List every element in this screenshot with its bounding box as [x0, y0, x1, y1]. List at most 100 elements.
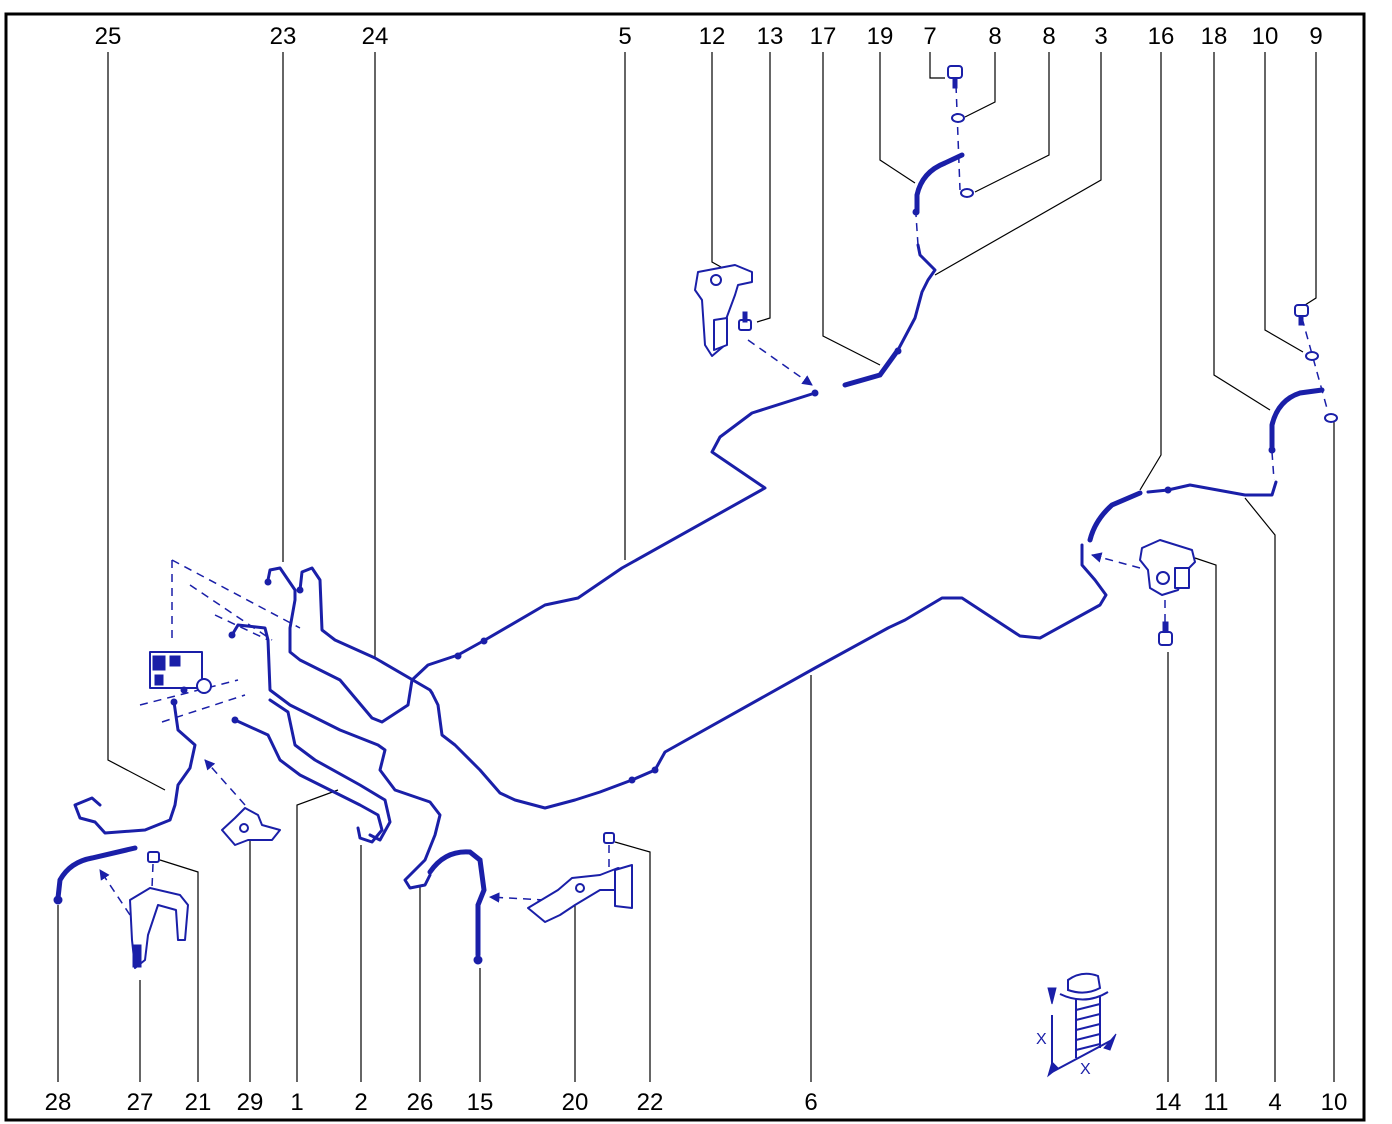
bracket-29-hole	[239, 823, 249, 833]
washer-8-upper	[951, 113, 965, 123]
callout-labels-bottom: 28 27 21 29 1 2 26 15 20 22 6 14 11 4 10	[45, 1089, 1348, 1116]
callout-label-5: 5	[618, 23, 631, 50]
hose-28-guide	[99, 869, 131, 916]
inset-bolt-head	[1067, 972, 1102, 994]
brake-pipe-1-line	[230, 623, 442, 890]
brake-pipe-6	[430, 543, 1108, 810]
callout-label-17: 17	[810, 23, 837, 50]
callout-label-14: 14	[1155, 1089, 1182, 1116]
callout-label-9: 9	[1309, 23, 1322, 50]
callout-label-29: 29	[237, 1089, 264, 1116]
bracket-29	[204, 759, 281, 846]
pipe-25-end	[170, 698, 178, 706]
brake-pipe-4	[1146, 480, 1278, 497]
hose-17-union	[894, 347, 902, 355]
hydraulic-unit-outline-bottom	[139, 679, 239, 706]
bolt-14-head	[1158, 631, 1173, 646]
brake-pipe-1	[228, 623, 442, 890]
callout-label-11: 11	[1204, 1089, 1229, 1116]
leader-8b	[974, 52, 1050, 193]
leader-18	[1213, 52, 1271, 411]
callout-label-22: 22	[637, 1089, 664, 1116]
leader-16	[1139, 52, 1162, 491]
hose-28-end	[53, 895, 63, 905]
callout-label-20: 20	[562, 1089, 589, 1116]
callout-labels-top: 25 23 24 5 12 13 17 19 7 8 8 3 16 18 10 …	[95, 23, 1323, 50]
bolt-21-axis	[151, 863, 154, 889]
brake-pipe-23-line	[266, 566, 414, 724]
bracket-29-guide	[204, 759, 246, 806]
brake-pipe-5-line	[410, 391, 817, 682]
hose-15-assembly	[427, 849, 546, 965]
hose-17-assembly	[842, 214, 937, 388]
bolt-21-head	[147, 851, 160, 863]
leader-21	[159, 859, 199, 1082]
hydraulic-unit	[139, 559, 301, 723]
callout-label-2: 2	[354, 1089, 367, 1116]
leader-19	[879, 52, 916, 184]
callout-label-28: 28	[45, 1089, 72, 1116]
hose-19-bolt-axis	[955, 84, 961, 191]
inset-label-x-horizontal: X	[1080, 1061, 1091, 1078]
banjo-bolt-7	[947, 65, 963, 79]
pipe-5-union-2	[480, 637, 488, 645]
bolt-22	[603, 832, 615, 872]
bolt-21	[147, 851, 160, 889]
callout-label-24: 24	[362, 23, 389, 50]
hose-16-assembly	[1087, 490, 1143, 569]
brake-pipe-23	[264, 566, 414, 724]
bolt-14-shank	[1162, 621, 1169, 633]
banjo-bolt-7-shank	[952, 77, 958, 89]
brake-pipe-3	[896, 243, 937, 352]
pipe-4-union	[1164, 486, 1172, 494]
hose-16-guide	[1090, 552, 1141, 569]
callout-label-4: 4	[1268, 1089, 1281, 1116]
hydraulic-unit-block-2	[169, 655, 181, 667]
hydraulic-unit-outline-right	[214, 614, 269, 641]
bolt-dimension-inset: X X	[1036, 972, 1117, 1078]
bracket-20	[527, 864, 633, 923]
callout-label-10a: 10	[1252, 23, 1279, 50]
bracket-20-flange	[614, 864, 633, 909]
hose-15-end	[473, 955, 483, 965]
inset-bolt-threads	[1075, 1003, 1101, 1051]
hose-19	[914, 152, 965, 215]
brake-pipe-5	[410, 389, 819, 682]
pipe-23-end	[264, 578, 272, 586]
brake-pipe-24-line	[298, 566, 434, 695]
bracket-20-hole	[575, 883, 585, 893]
callout-label-6: 6	[804, 1089, 817, 1116]
washer-10-lower	[1324, 413, 1338, 423]
hydraulic-unit-block-3	[154, 674, 164, 686]
callout-label-26: 26	[407, 1089, 434, 1116]
bolt-13	[738, 311, 813, 386]
bracket-11-hole	[1156, 571, 1170, 585]
callout-label-16: 16	[1148, 23, 1175, 50]
callout-label-8a: 8	[988, 23, 1001, 50]
hydraulic-unit-outline-mid	[189, 584, 273, 641]
brake-pipe-2	[231, 698, 392, 844]
washer-10-upper	[1305, 351, 1319, 361]
hose-18-to-pipe-4	[1271, 451, 1275, 481]
callout-label-18: 18	[1201, 23, 1228, 50]
bracket-12	[694, 264, 753, 357]
hose-17	[842, 347, 901, 388]
inset-arrow-bottom	[1047, 1061, 1059, 1078]
hydraulic-unit-port	[196, 678, 212, 694]
callout-label-23: 23	[270, 23, 297, 50]
callout-label-12: 12	[699, 23, 726, 50]
bracket-29-body	[221, 807, 281, 846]
leader-17	[822, 52, 881, 366]
brake-pipe-2-line	[233, 718, 384, 844]
diagram-frame	[4, 12, 1366, 1122]
hose-19-end	[912, 208, 920, 216]
hydraulic-unit-outline-top	[171, 559, 301, 629]
hose-28	[55, 845, 138, 901]
banjo-bolt-9	[1294, 304, 1309, 317]
bracket-11	[1139, 539, 1196, 596]
leader-9	[1304, 52, 1317, 306]
hose-15	[427, 849, 487, 958]
pipe-1-end	[228, 631, 236, 639]
inset-arrow-right	[1103, 1033, 1117, 1051]
